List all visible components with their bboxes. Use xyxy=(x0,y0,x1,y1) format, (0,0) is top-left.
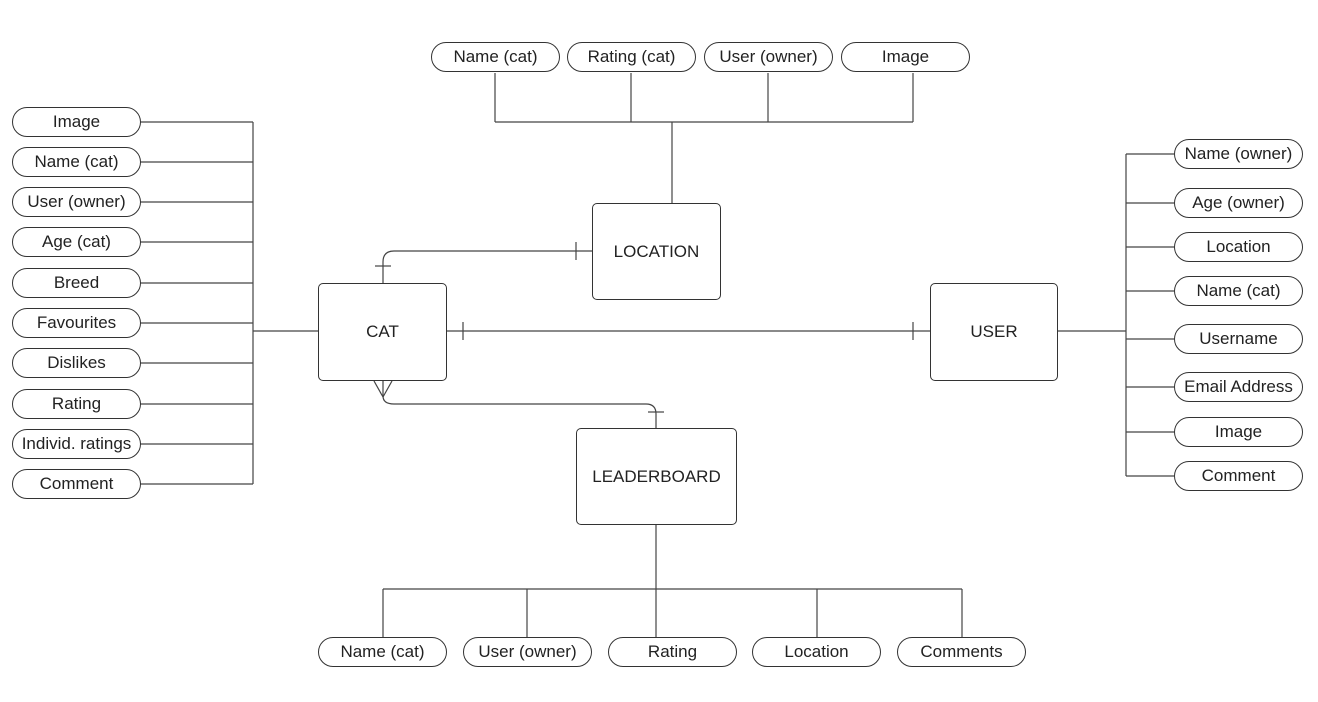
cat-attr-individ-ratings: Individ. ratings xyxy=(12,429,141,459)
leaderboard-attr-user: User (owner) xyxy=(463,637,592,667)
leaderboard-entity[interactable]: LEADERBOARD xyxy=(576,428,737,525)
user-attr-age-owner: Age (owner) xyxy=(1174,188,1303,218)
cat-attr-breed: Breed xyxy=(12,268,141,298)
location-attr-name: Name (cat) xyxy=(431,42,560,72)
user-attr-name-owner: Name (owner) xyxy=(1174,139,1303,169)
cat-attribute-lines xyxy=(140,121,318,485)
cat-attr-comment: Comment xyxy=(12,469,141,499)
user-attr-comment: Comment xyxy=(1174,461,1303,491)
leaderboard-attr-rating: Rating xyxy=(608,637,737,667)
location-entity[interactable]: LOCATION xyxy=(592,203,721,300)
location-attr-user: User (owner) xyxy=(704,42,833,72)
cat-attr-name: Name (cat) xyxy=(12,147,141,177)
user-attribute-lines xyxy=(1058,153,1174,477)
cat-attr-favourites: Favourites xyxy=(12,308,141,338)
user-attr-name-cat: Name (cat) xyxy=(1174,276,1303,306)
cat-entity[interactable]: CAT xyxy=(318,283,447,381)
leaderboard-attribute-lines xyxy=(382,525,963,637)
leaderboard-attr-location: Location xyxy=(752,637,881,667)
leaderboard-attr-comments: Comments xyxy=(897,637,1026,667)
user-attr-username: Username xyxy=(1174,324,1303,354)
user-attr-email: Email Address xyxy=(1174,372,1303,402)
cat-attr-user: User (owner) xyxy=(12,187,141,217)
location-attr-image: Image xyxy=(841,42,970,72)
location-attribute-lines xyxy=(494,73,914,203)
cat-leaderboard-relationship xyxy=(373,380,664,428)
user-attr-image: Image xyxy=(1174,417,1303,447)
cat-user-relationship xyxy=(447,322,930,340)
cat-location-relationship xyxy=(375,242,592,283)
user-entity[interactable]: USER xyxy=(930,283,1058,381)
cat-attr-rating: Rating xyxy=(12,389,141,419)
cat-attr-image: Image xyxy=(12,107,141,137)
user-attr-location: Location xyxy=(1174,232,1303,262)
cat-attr-dislikes: Dislikes xyxy=(12,348,141,378)
leaderboard-attr-name: Name (cat) xyxy=(318,637,447,667)
cat-attr-age: Age (cat) xyxy=(12,227,141,257)
location-attr-rating: Rating (cat) xyxy=(567,42,696,72)
